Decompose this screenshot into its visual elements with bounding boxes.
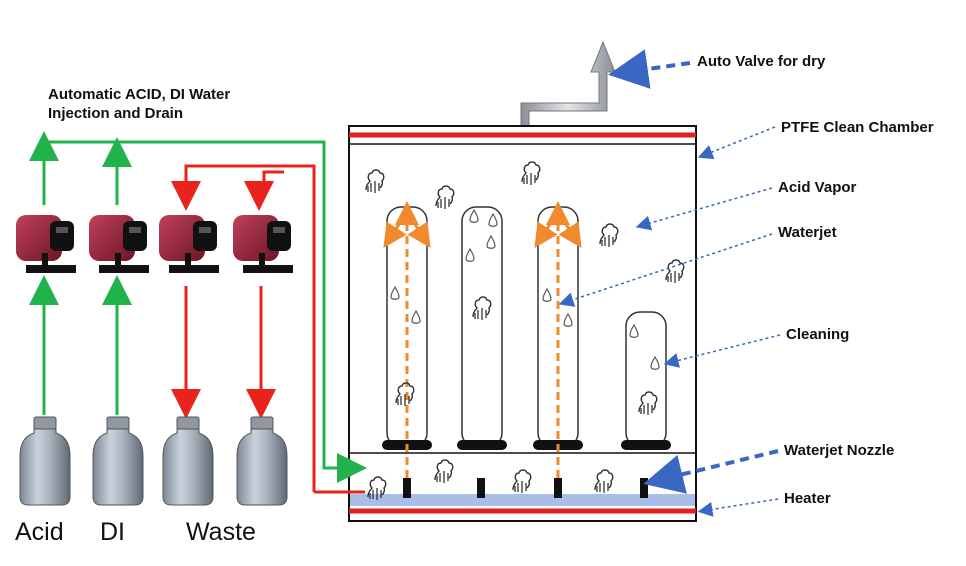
glass-bottle-icon [19,416,71,506]
peristaltic-pump-icon [89,215,149,273]
waterjet-nozzle-label: Waterjet Nozzle [784,442,894,459]
waterjet-label: Waterjet [778,224,837,241]
cleaning-tube-2 [457,206,507,450]
cleaning-tube-4 [621,311,671,450]
waterjet-nozzle-2 [477,478,485,498]
waterjet-pointer [558,233,773,307]
waterjet-stream-1 [383,201,431,478]
glass-bottle-icon [236,416,288,506]
waste-drain-lines [171,164,365,494]
bottle-label-acid: Acid [15,518,64,546]
acid-vapor-label: Acid Vapor [778,179,857,196]
cleaning-pointer [663,334,781,368]
injection-label-line2: Injection and Drain [48,105,183,122]
peristaltic-pump-icon [233,215,293,273]
peristaltic-pump-icon [16,215,76,273]
heater-plate [350,494,695,506]
bottle-label-di: DI [100,518,125,546]
glass-bottle-icon [92,416,144,506]
acid-di-supply-lines [29,131,367,483]
ptfe-chamber-label: PTFE Clean Chamber [781,119,934,136]
waterjet-nozzle-pointer [643,449,779,494]
waterjet-nozzle-1 [403,478,411,498]
injection-label-line1: Automatic ACID, DI Water [48,86,230,103]
waterjet-nozzle-4 [640,478,648,498]
waterjet-nozzle-3 [554,478,562,498]
auto-valve-pointer [608,49,691,89]
ptfe-clean-chamber [348,125,697,522]
cleaning-label: Cleaning [786,326,849,343]
peristaltic-pump-icon [159,215,219,273]
heater-pointer [697,498,779,517]
auto-valve-label: Auto Valve for dry [697,53,826,70]
bottle-label-waste: Waste [186,518,256,546]
ptfe-chamber-pointer [697,126,776,160]
waterjet-stream-3 [534,201,582,478]
acid-vapor-pointer [635,187,773,231]
glass-bottle-icon [162,416,214,506]
heater-label: Heater [784,490,831,507]
